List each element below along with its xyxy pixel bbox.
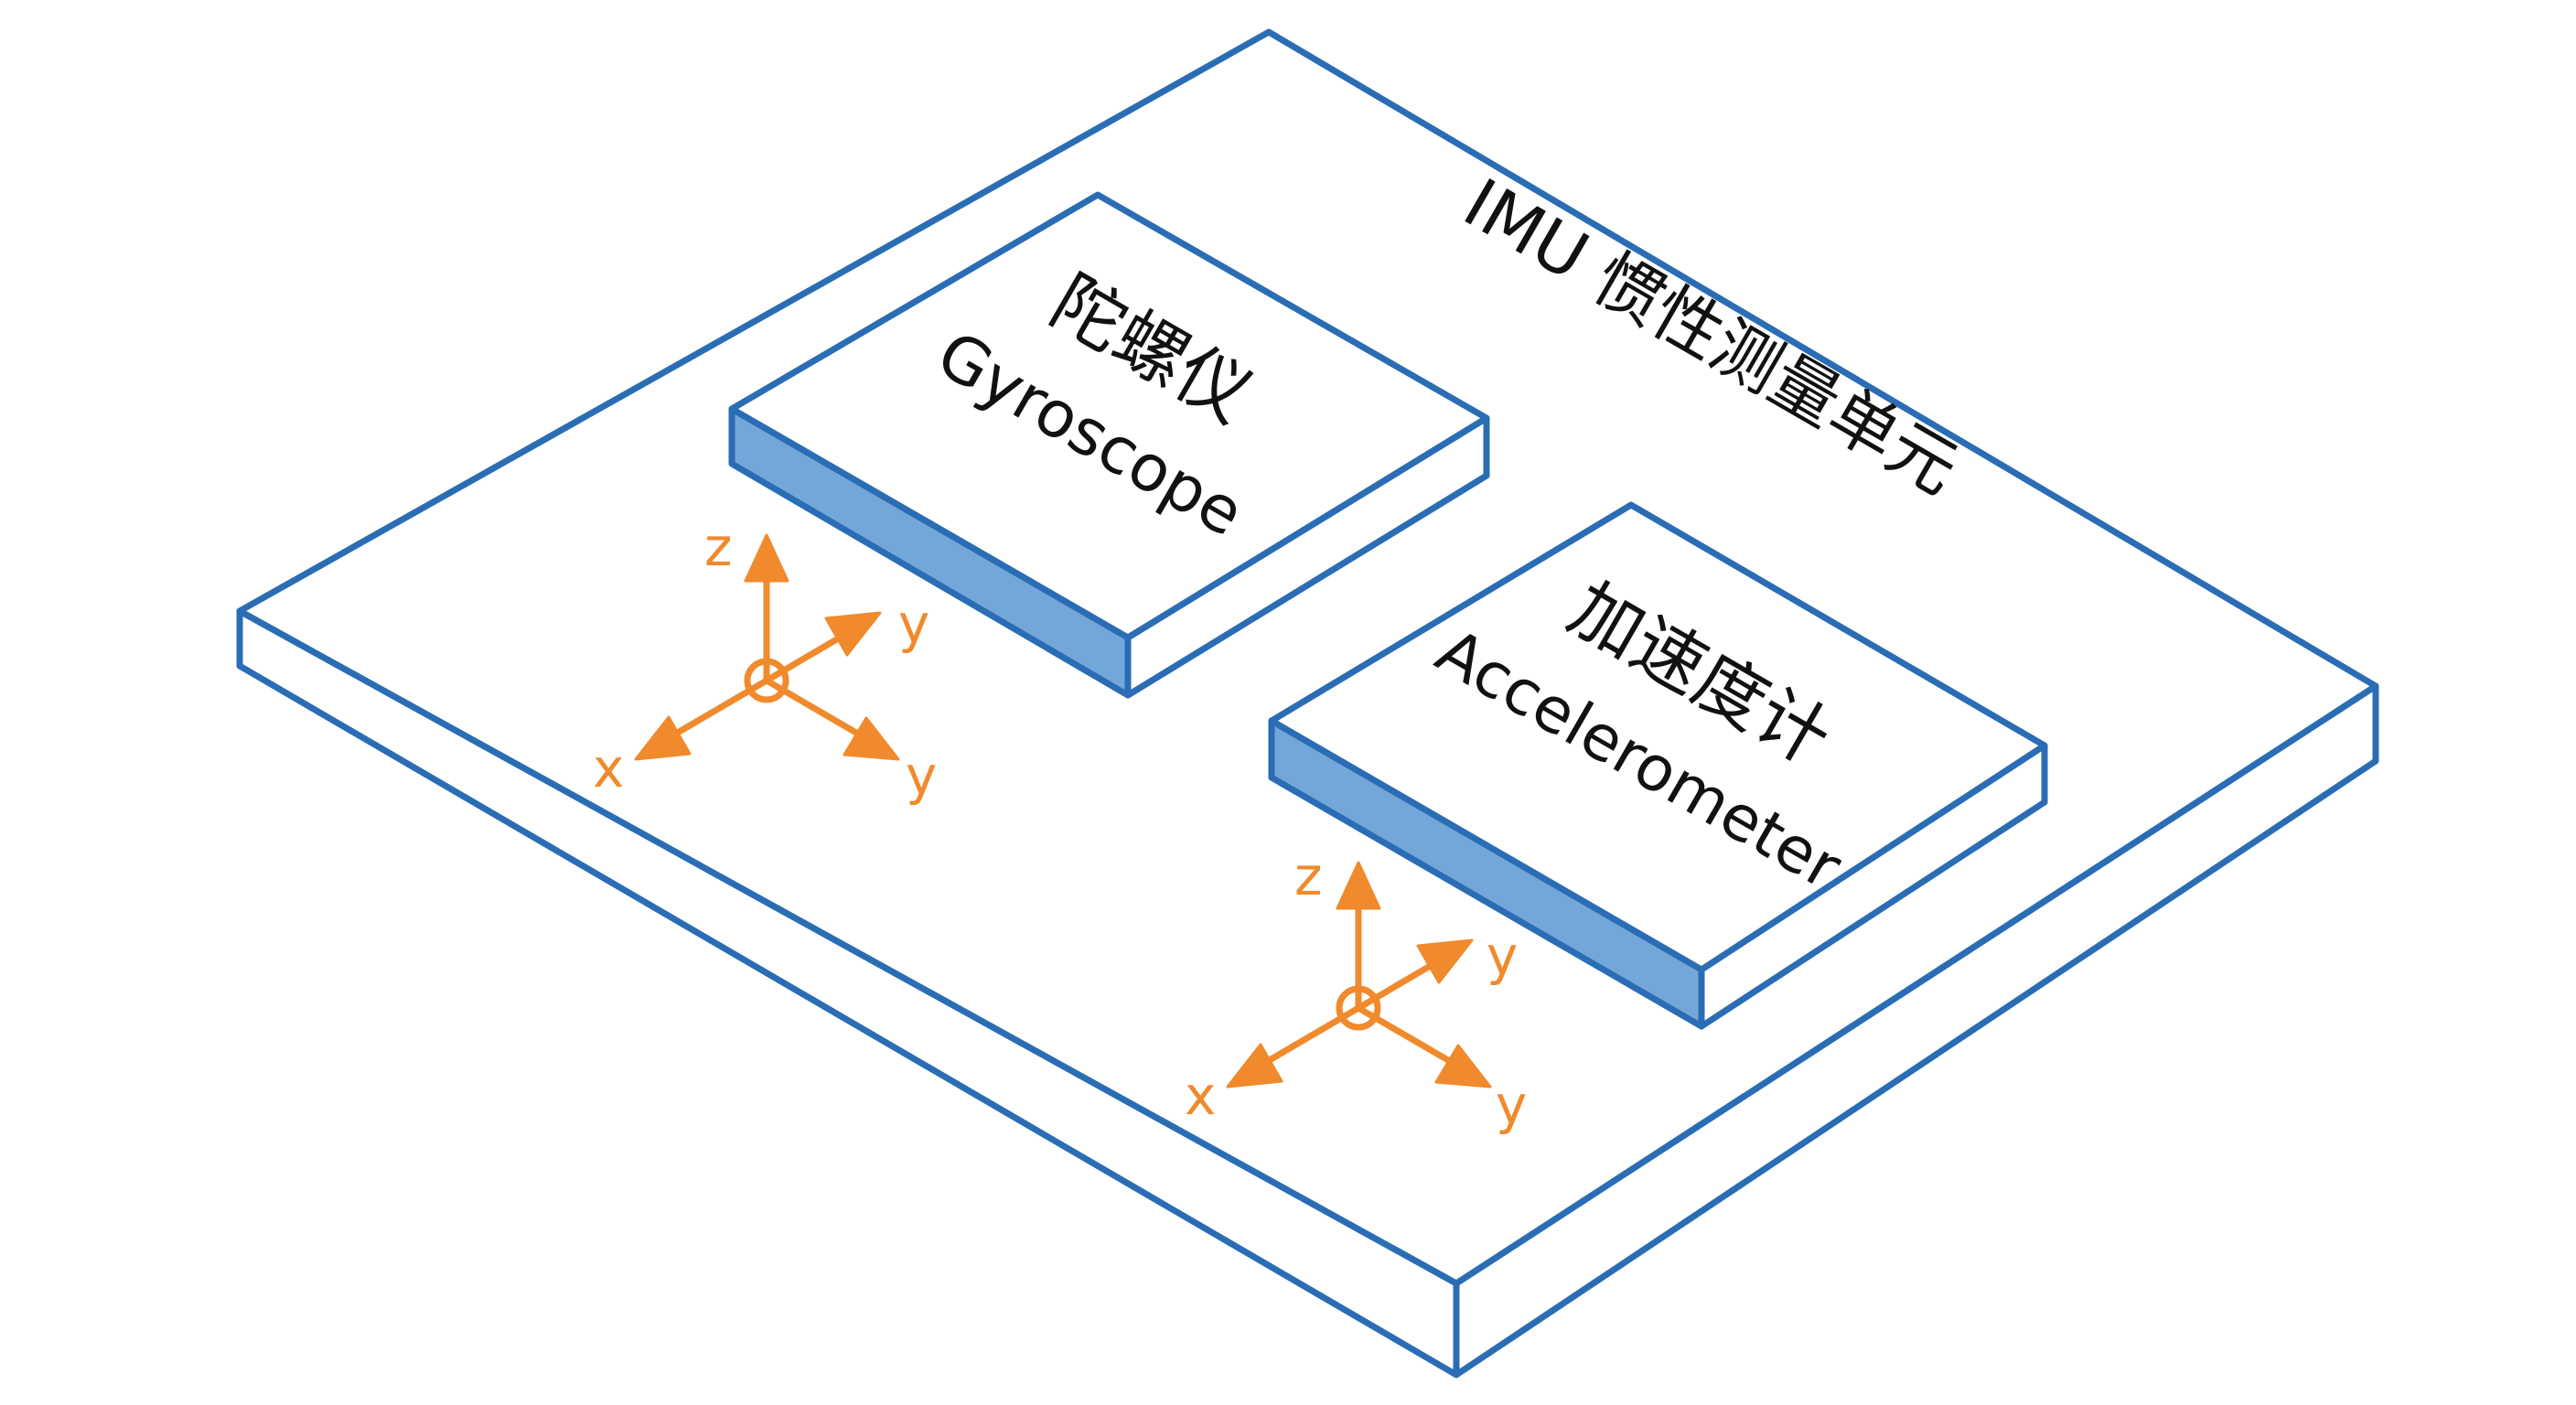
accelerometer-x-arrowhead: [1226, 1043, 1283, 1089]
board-top-face: [236, 28, 2379, 1287]
gyroscope-z-arrowhead: [744, 533, 789, 583]
accelerometer-z-label: z: [1294, 845, 1322, 907]
accelerometer-y-upper-arrowhead: [1416, 938, 1474, 984]
gyroscope-y-lower-label: y: [906, 745, 937, 807]
accelerometer-chip-top-face: [1268, 501, 2048, 973]
gyroscope-chip-top-face: [728, 191, 1490, 641]
accelerometer-y-lower-label: y: [1496, 1074, 1527, 1136]
gyroscope-y-upper-label: y: [898, 593, 929, 655]
gyroscope-y-lower-arrowhead: [843, 716, 900, 761]
accelerometer-axis-triad: [1226, 861, 1492, 1089]
accelerometer-axis-origin: [1336, 985, 1381, 1031]
imu-board: [236, 28, 2379, 1378]
accelerometer-z-arrowhead: [1336, 861, 1381, 910]
accelerometer-y-lower-arrowhead: [1434, 1044, 1492, 1089]
gyroscope-x-label: x: [593, 737, 624, 799]
accelerometer-y-upper-label: y: [1487, 925, 1518, 987]
accelerometer-chip: [1268, 501, 2048, 1030]
accelerometer-x-label: x: [1185, 1065, 1216, 1127]
gyroscope-axis-origin: [744, 658, 789, 703]
gyroscope-axis-triad: [634, 533, 900, 761]
gyroscope-z-label: z: [704, 516, 732, 578]
gyroscope-x-arrowhead: [634, 715, 692, 761]
gyroscope-chip: [728, 191, 1490, 699]
gyroscope-y-upper-arrowhead: [824, 611, 882, 657]
